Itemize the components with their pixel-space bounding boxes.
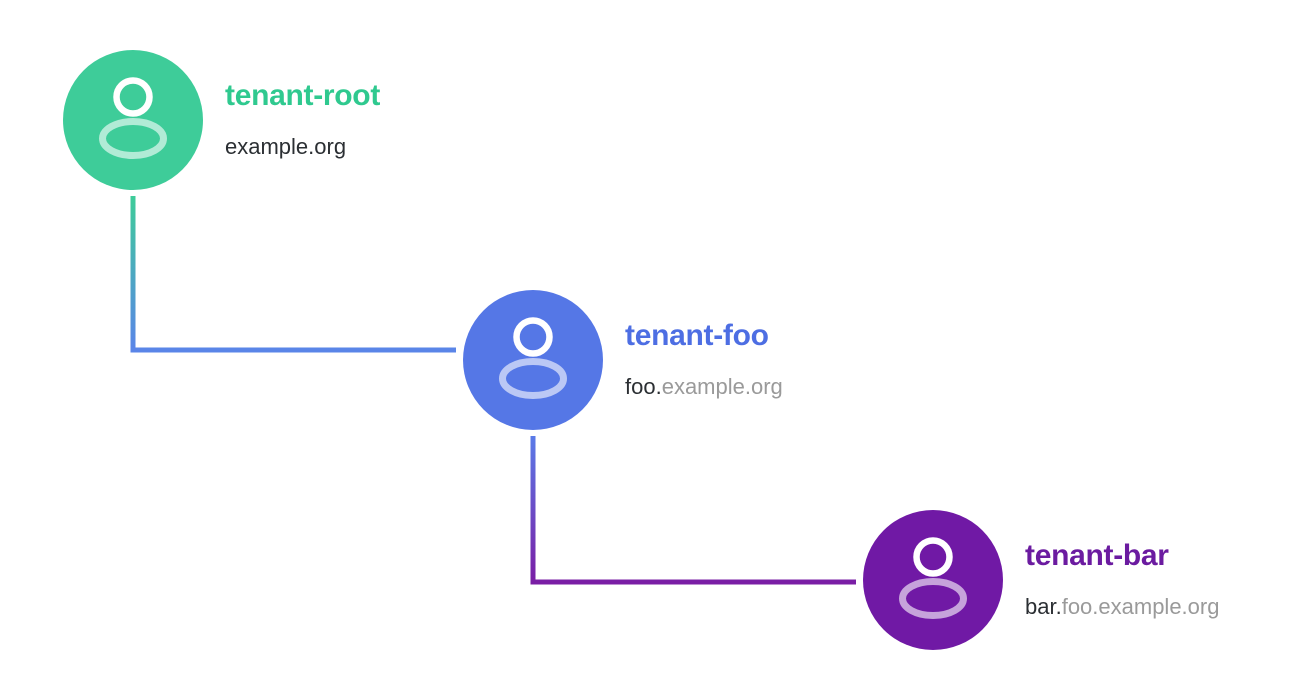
person-icon [99,77,167,159]
domain-suffix: example.org [661,374,783,399]
tenant-root-labels: tenant-root example.org [225,79,381,160]
tenant-bar-title: tenant-bar [1025,539,1169,572]
tenant-bar-domain: bar.foo.example.org [1025,594,1219,619]
tenant-root-avatar [63,50,203,190]
tenant-root-title: tenant-root [225,79,381,112]
person-icon [899,537,967,619]
tenant-foo-title: tenant-foo [625,319,769,352]
tenant-foo-domain: foo.example.org [625,374,783,399]
person-icon [499,317,567,399]
tenant-node-foo: tenant-foo foo.example.org [463,290,783,430]
tenant-foo-labels: tenant-foo foo.example.org [625,319,783,400]
tenant-foo-avatar [463,290,603,430]
tenant-root-domain: example.org [225,134,380,159]
tenant-node-root: tenant-root example.org [63,50,380,190]
tenant-node-bar: tenant-bar bar.foo.example.org [863,510,1219,650]
domain-prefix: example.org [225,134,347,159]
connector-foo-to-bar [530,436,856,585]
domain-prefix: foo. [625,374,662,399]
connector-root-to-foo [130,196,456,353]
domain-prefix: bar. [1025,594,1062,619]
domain-suffix: foo.example.org [1061,594,1220,619]
tenant-bar-avatar [863,510,1003,650]
tenant-bar-labels: tenant-bar bar.foo.example.org [1025,539,1219,620]
